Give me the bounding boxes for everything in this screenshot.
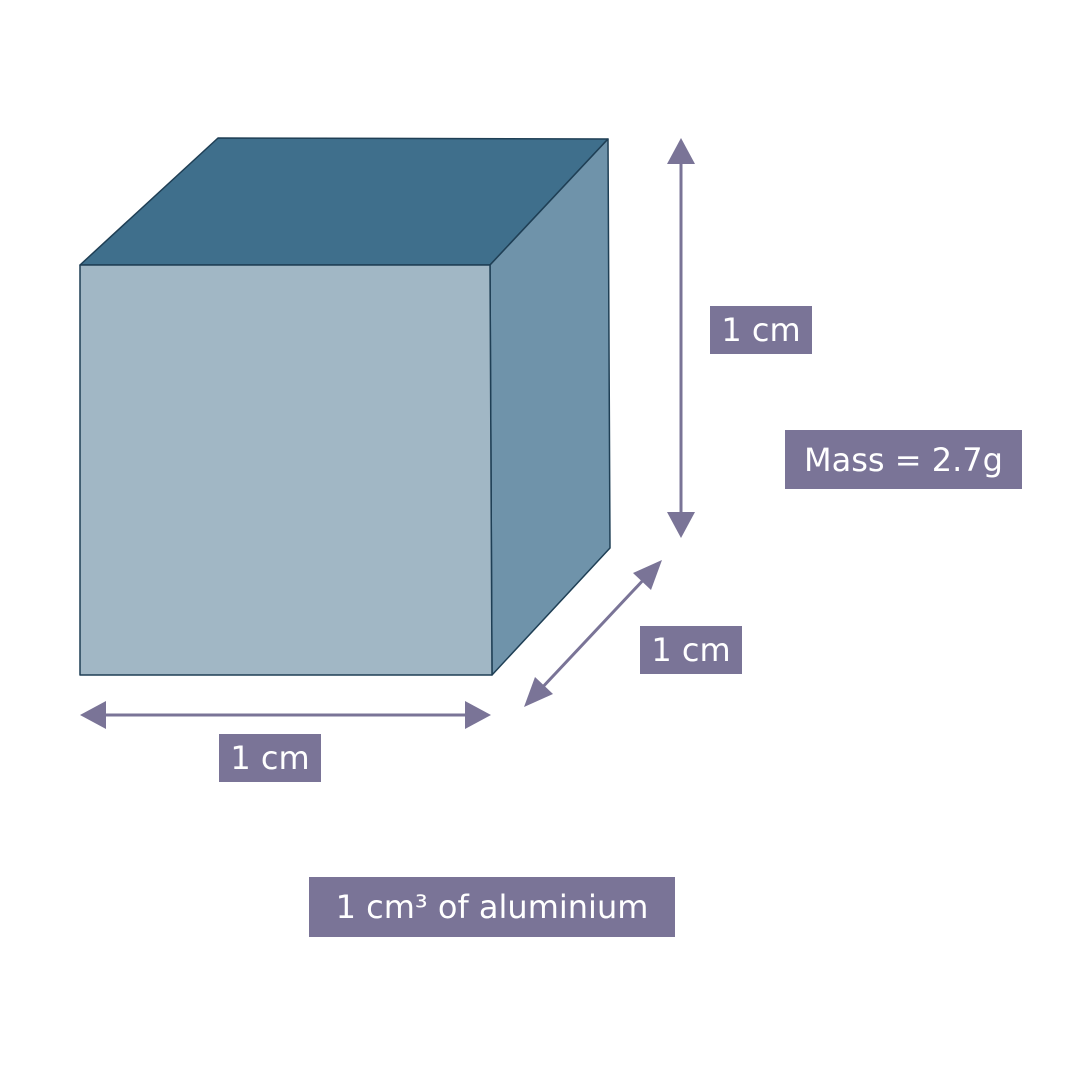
depth-dimension-arrow bbox=[524, 560, 662, 707]
depth-label: 1 cm bbox=[640, 626, 742, 674]
height-dimension-arrow bbox=[667, 138, 695, 538]
caption-label: 1 cm³ of aluminium bbox=[309, 877, 675, 937]
mass-label: Mass = 2.7g bbox=[785, 430, 1022, 489]
height-label: 1 cm bbox=[710, 306, 812, 354]
cube-front-face bbox=[79, 264, 493, 676]
width-dimension-arrow bbox=[80, 701, 491, 729]
width-label: 1 cm bbox=[219, 734, 321, 782]
